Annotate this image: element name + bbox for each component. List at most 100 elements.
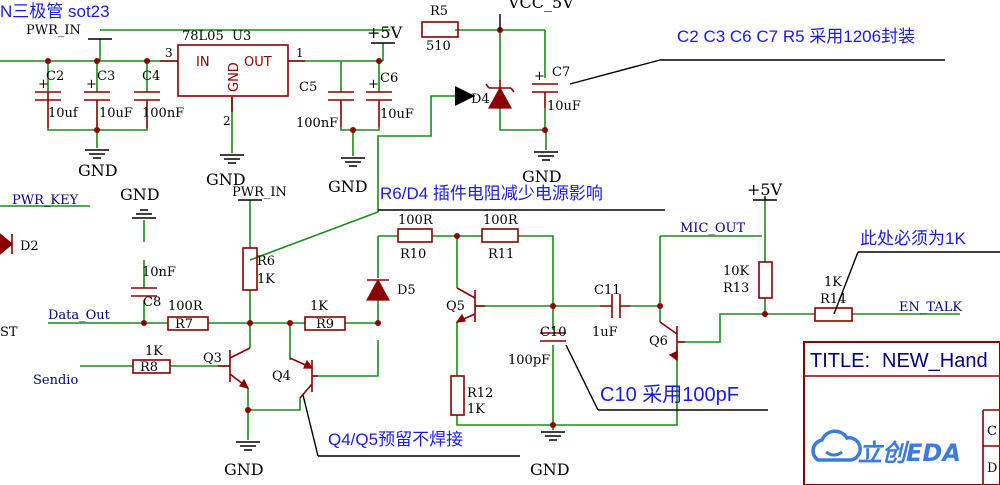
regulator-u3: IN OUT GND 3 1 2 78L05 U3 bbox=[160, 29, 305, 128]
power-5v-r13: +5V bbox=[747, 180, 783, 201]
diode-d5: D5 bbox=[365, 278, 416, 301]
svg-text:MIC_OUT: MIC_OUT bbox=[680, 221, 746, 236]
power-vcc: VCC_5V bbox=[499, 0, 574, 30]
svg-text:R10: R10 bbox=[400, 247, 426, 262]
svg-text:Q3: Q3 bbox=[203, 351, 222, 366]
svg-text:1K: 1K bbox=[310, 299, 328, 314]
ground-c5: GND bbox=[328, 157, 368, 196]
resistor-r14: 1K R14 bbox=[814, 275, 853, 322]
svg-text:100R: 100R bbox=[168, 299, 204, 314]
svg-text:D2: D2 bbox=[20, 239, 39, 254]
resistor-r9: 1K R9 bbox=[304, 299, 346, 332]
title-label: TITLE: bbox=[810, 350, 870, 372]
ground-symbols: GND GND GND GND GND GND GND bbox=[78, 149, 570, 479]
svg-text:PWR_IN: PWR_IN bbox=[26, 23, 81, 38]
capacitor-c11: C11 1uF bbox=[592, 283, 630, 340]
resistor-r12: R12 1K bbox=[450, 375, 493, 417]
transistor-q5: Q5 bbox=[446, 287, 485, 323]
svg-text:10uF: 10uF bbox=[547, 99, 581, 114]
svg-text:C6: C6 bbox=[380, 71, 398, 86]
resistor-r5: R5 510 bbox=[421, 4, 459, 54]
svg-text:PWR_IN: PWR_IN bbox=[232, 185, 287, 200]
svg-text:GND: GND bbox=[78, 161, 118, 180]
svg-text:1: 1 bbox=[296, 46, 304, 60]
capacitor-c10: C10 100pF bbox=[508, 325, 567, 368]
svg-text:GND: GND bbox=[328, 177, 368, 196]
transistor-q3: Q3 bbox=[203, 347, 251, 389]
svg-text:+5V: +5V bbox=[747, 180, 783, 199]
svg-text:C3: C3 bbox=[97, 69, 115, 84]
logo-lceda: 立创EDA bbox=[858, 439, 961, 467]
svg-text:+: + bbox=[368, 77, 379, 92]
svg-text:+: + bbox=[86, 77, 97, 92]
svg-text:R9: R9 bbox=[316, 317, 334, 332]
svg-text:EN_TALK: EN_TALK bbox=[899, 300, 962, 315]
svg-text:+: + bbox=[38, 77, 49, 92]
svg-text:C8: C8 bbox=[143, 295, 161, 310]
resistor-r13: 10K R13 bbox=[723, 261, 773, 299]
net-labels: PWR_KEY Data_Out Sendio MIC_OUT EN_TALK … bbox=[0, 193, 962, 388]
svg-text:VCC_5V: VCC_5V bbox=[507, 0, 574, 12]
title-block: TITLE: NEW_Hand C D 立创EDA bbox=[803, 341, 1000, 485]
svg-text:GND: GND bbox=[530, 460, 570, 479]
svg-text:GND: GND bbox=[206, 170, 246, 189]
svg-text:OUT: OUT bbox=[244, 55, 272, 70]
svg-text:2: 2 bbox=[223, 114, 231, 128]
svg-text:R5: R5 bbox=[430, 4, 448, 19]
svg-text:100R: 100R bbox=[398, 213, 434, 228]
svg-text:+: + bbox=[534, 69, 545, 84]
junctions bbox=[45, 27, 768, 428]
svg-text:Q5: Q5 bbox=[446, 299, 465, 314]
power-ports: +5V +5V PWR_IN PWR_IN VCC_5V bbox=[26, 0, 783, 201]
svg-text:C7: C7 bbox=[552, 65, 570, 80]
svg-text:100nF: 100nF bbox=[142, 106, 184, 121]
annotations: N三极管 sot23 C2 C3 C6 C7 R5 采用1206封装 R6/D4… bbox=[0, 2, 1000, 457]
capacitor-c4: C4 100nF bbox=[134, 69, 184, 128]
capacitor-c7: + C7 10uF bbox=[532, 65, 581, 114]
svg-text:R14: R14 bbox=[820, 292, 846, 307]
svg-text:510: 510 bbox=[426, 39, 451, 54]
transistor-q4: Q4 bbox=[272, 357, 318, 399]
svg-text:GND: GND bbox=[224, 460, 264, 479]
svg-text:10K: 10K bbox=[723, 264, 750, 279]
ground-u3: GND bbox=[206, 154, 246, 189]
svg-text:Q6: Q6 bbox=[649, 334, 668, 349]
diode-d2: D2 bbox=[0, 233, 39, 255]
wires bbox=[0, 29, 960, 440]
svg-text:+5V: +5V bbox=[367, 23, 403, 42]
svg-text:10nF: 10nF bbox=[142, 265, 176, 280]
svg-text:GND: GND bbox=[522, 167, 562, 186]
svg-text:C: C bbox=[987, 424, 997, 439]
svg-text:D: D bbox=[987, 461, 997, 476]
svg-text:1uF: 1uF bbox=[592, 325, 618, 340]
capacitor-c6: + C6 10uF bbox=[366, 71, 414, 127]
svg-text:C11: C11 bbox=[594, 283, 621, 298]
note-must-be: 此处必须为1K bbox=[860, 229, 966, 248]
diode-d4: D4 bbox=[471, 80, 515, 109]
svg-text:10uF: 10uF bbox=[99, 106, 133, 121]
svg-text:U3: U3 bbox=[232, 29, 251, 44]
svg-text:C5: C5 bbox=[299, 80, 317, 95]
svg-text:D4: D4 bbox=[471, 92, 490, 107]
svg-text:C2: C2 bbox=[46, 69, 64, 84]
note-q4-q5: Q4/Q5预留不焊接 bbox=[328, 430, 463, 449]
resistor-r11: 100R R11 bbox=[481, 213, 519, 262]
note-cap-package: C2 C3 C6 C7 R5 采用1206封装 bbox=[677, 27, 915, 46]
svg-text:R8: R8 bbox=[140, 360, 158, 375]
svg-text:R11: R11 bbox=[488, 247, 514, 262]
power-pwr-in-top: PWR_IN bbox=[26, 23, 112, 40]
power-pwr-in-mid: PWR_IN bbox=[232, 185, 287, 201]
ground-c3: GND bbox=[78, 149, 118, 180]
note-sot23: N三极管 sot23 bbox=[0, 2, 110, 21]
svg-text:PWR_KEY: PWR_KEY bbox=[12, 193, 79, 208]
svg-text:10uf: 10uf bbox=[48, 106, 79, 121]
svg-text:GND: GND bbox=[120, 185, 160, 204]
ground-q3: GND bbox=[224, 441, 264, 479]
svg-text:100R: 100R bbox=[483, 213, 519, 228]
svg-text:R12: R12 bbox=[467, 386, 493, 401]
note-r6-d4: R6/D4 插件电阻减少电源影响 bbox=[380, 184, 603, 203]
svg-text:Q4: Q4 bbox=[272, 369, 291, 384]
svg-text:1K: 1K bbox=[824, 275, 842, 290]
svg-text:R7: R7 bbox=[175, 317, 193, 332]
